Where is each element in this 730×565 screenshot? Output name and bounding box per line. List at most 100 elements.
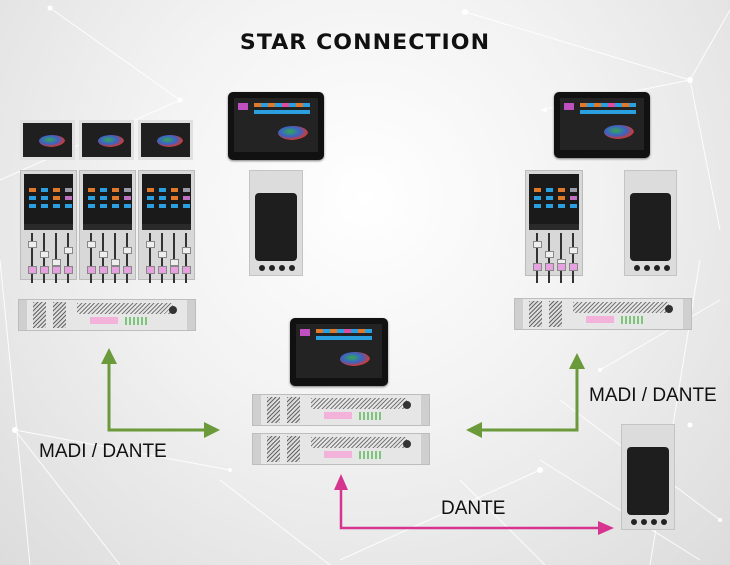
- touch-screen: [20, 120, 75, 160]
- card-slot: [267, 397, 280, 423]
- channel-chip: [629, 110, 636, 114]
- rack-connector: [665, 305, 673, 313]
- fader-track: [161, 233, 163, 283]
- fader-track: [536, 233, 538, 283]
- rack-ear: [421, 434, 429, 464]
- select-button: [569, 262, 578, 271]
- select-button: [28, 266, 37, 275]
- touch-tablet: [554, 92, 650, 158]
- channel-chip: [330, 336, 337, 340]
- channel-chip: [344, 336, 351, 340]
- encoder-row: [24, 224, 73, 230]
- fader-track: [90, 233, 92, 283]
- fader-track: [55, 233, 57, 283]
- fader-panel: [20, 170, 77, 283]
- vent-grill: [311, 398, 407, 409]
- fader-panel: [525, 170, 583, 283]
- channel-chip: [615, 103, 622, 107]
- madi-dante-arrow-right: [466, 353, 585, 438]
- fader-track: [149, 233, 151, 283]
- fader-knob: [64, 247, 73, 254]
- fader-knob: [28, 241, 37, 248]
- rack-ear: [253, 434, 261, 464]
- rack-ear: [683, 299, 691, 329]
- channel-chip: [275, 110, 282, 114]
- fader-track: [43, 233, 45, 283]
- fader-track: [548, 233, 550, 283]
- card-slot: [549, 301, 562, 327]
- encoder-row: [83, 224, 132, 230]
- rack-processor: [252, 394, 430, 426]
- select-button: [64, 266, 73, 275]
- channel-chip: [615, 110, 622, 114]
- fader-panel: [79, 170, 136, 283]
- channel-chip: [587, 110, 594, 114]
- channel-chip: [268, 103, 275, 107]
- channel-chip: [282, 103, 289, 107]
- vent-grill: [77, 303, 173, 314]
- fader-screen: [529, 174, 579, 224]
- rack-connector: [169, 306, 177, 314]
- status-leds: [125, 317, 149, 325]
- select-button: [40, 266, 49, 275]
- channel-chip: [594, 103, 601, 107]
- rack-processor: [252, 433, 430, 465]
- fader-knob: [533, 241, 542, 248]
- fader-track: [173, 233, 175, 283]
- channel-chip: [289, 103, 296, 107]
- fader-screen: [142, 174, 191, 224]
- channel-chip: [587, 103, 594, 107]
- stage-box: [624, 170, 677, 276]
- channel-chip: [365, 336, 372, 340]
- app-logo: [300, 329, 310, 336]
- fader-screen: [24, 174, 73, 224]
- channel-chip: [594, 110, 601, 114]
- channel-chip: [622, 110, 629, 114]
- channel-chip: [608, 103, 615, 107]
- channel-chip: [608, 110, 615, 114]
- touch-tablet: [228, 92, 324, 160]
- status-leds: [359, 451, 383, 459]
- touch-tablet: [290, 318, 388, 386]
- select-button: [158, 266, 167, 275]
- channel-chip: [351, 329, 358, 333]
- encoder-row: [142, 224, 191, 230]
- fader-knob: [123, 247, 132, 254]
- link-label-left: MADI / DANTE: [39, 441, 167, 462]
- fader-knob: [40, 251, 49, 258]
- fader-track: [572, 233, 574, 283]
- channel-chip: [303, 110, 310, 114]
- select-button: [170, 266, 179, 275]
- channel-chip: [254, 110, 261, 114]
- app-logo: [564, 103, 574, 110]
- encoder-row: [529, 224, 579, 230]
- channel-chip: [580, 110, 587, 114]
- rack-connector: [403, 401, 411, 409]
- rack-ear: [187, 300, 195, 330]
- select-button: [111, 266, 120, 275]
- stage-box: [249, 170, 303, 276]
- channel-chip: [337, 329, 344, 333]
- channel-chip: [580, 103, 587, 107]
- fader-track: [126, 233, 128, 283]
- channel-chip: [629, 103, 636, 107]
- left-station: [18, 118, 198, 283]
- select-button: [123, 266, 132, 275]
- fader-knob: [158, 251, 167, 258]
- fader-panel: [138, 170, 195, 283]
- channel-chip: [365, 329, 372, 333]
- fader-knob: [545, 251, 554, 258]
- channel-chip: [296, 110, 303, 114]
- status-label: [90, 317, 118, 324]
- rack-ear: [253, 395, 261, 425]
- vent-grill: [573, 302, 669, 313]
- channel-chip: [601, 103, 608, 107]
- link-label-right: MADI / DANTE: [589, 385, 717, 406]
- status-label: [324, 412, 352, 419]
- touch-screen: [138, 120, 193, 160]
- channel-chip: [303, 103, 310, 107]
- select-button: [146, 266, 155, 275]
- channel-chip: [601, 110, 608, 114]
- channel-chip: [351, 336, 358, 340]
- card-slot: [33, 302, 46, 328]
